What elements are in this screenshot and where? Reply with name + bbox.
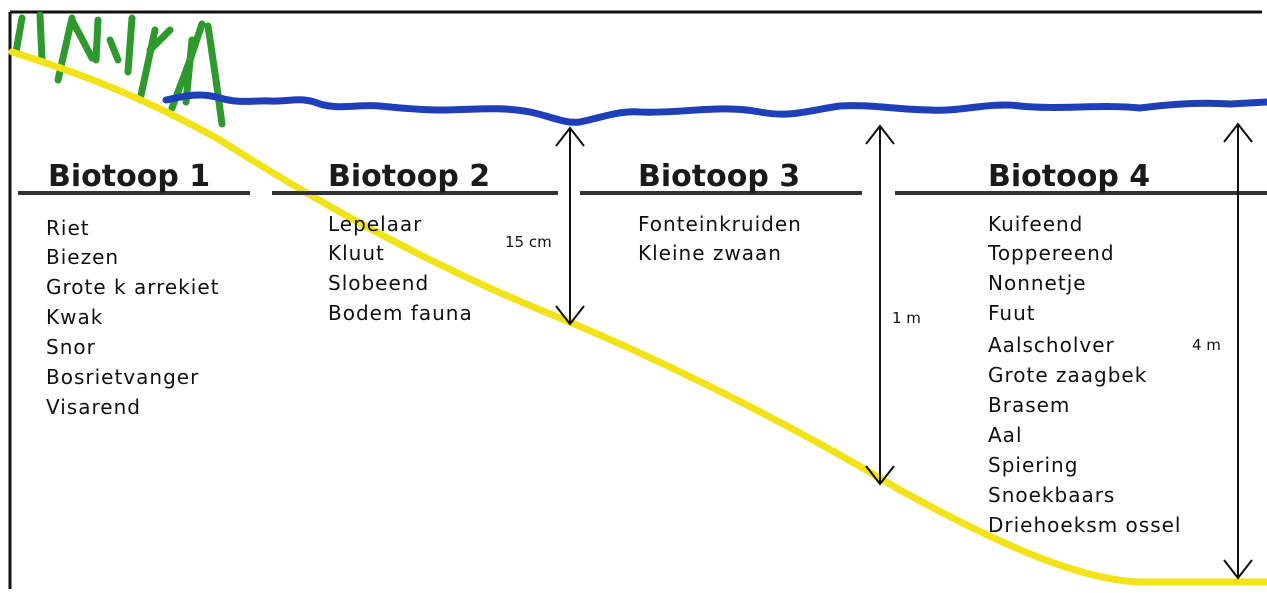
biotoop-2-species-list: Lepelaar Kluut Slobeend Bodem fauna: [328, 212, 473, 325]
lake-bottom-slope: [8, 48, 1267, 586]
water-surface: [162, 91, 1267, 126]
species-item: Fonteinkruiden: [638, 212, 802, 236]
reed-stem: [36, 11, 46, 64]
species-item: Bodem fauna: [328, 301, 473, 325]
species-item: Kuifeend: [988, 212, 1083, 236]
species-item: Visarend: [46, 395, 141, 419]
species-item: Snor: [46, 335, 96, 359]
reed-stem: [204, 22, 226, 128]
reed-stem: [92, 16, 102, 64]
biotoop-2-title: Biotoop 2: [328, 159, 490, 194]
species-item: Kwak: [46, 305, 103, 329]
depth-arrow-4m: [1223, 122, 1253, 580]
depth-arrow-1m: [865, 124, 895, 486]
depth-label-15cm: 15 cm: [505, 233, 552, 251]
biotoop-1-species-list: Riet Biezen Grote k arrekiet Kwak Snor B…: [46, 216, 219, 419]
species-item: Aalscholver: [988, 333, 1115, 357]
species-item: Lepelaar: [328, 212, 422, 236]
biotoop-3-species-list: Fonteinkruiden Kleine zwaan: [638, 212, 802, 265]
reed-stem: [68, 16, 96, 62]
species-item: Grote k arrekiet: [46, 275, 219, 299]
species-item: Toppereend: [987, 241, 1115, 265]
species-item: Aal: [988, 423, 1023, 447]
biotoop-3-title: Biotoop 3: [638, 159, 800, 194]
species-item: Bosrietvanger: [46, 365, 199, 389]
reed-stem: [106, 36, 122, 64]
depth-arrow-15cm: [555, 126, 585, 326]
species-item: Driehoeksm ossel: [988, 513, 1181, 537]
species-item: Biezen: [46, 245, 119, 269]
species-item: Fuut: [988, 301, 1036, 325]
reed-plants: [12, 11, 226, 128]
biotoop-1-title: Biotoop 1: [48, 159, 210, 194]
species-item: Kluut: [328, 241, 385, 265]
reed-stem: [12, 14, 26, 56]
species-item: Grote zaagbek: [988, 363, 1147, 387]
depth-label-1m: 1 m: [892, 309, 921, 327]
depth-label-4m: 4 m: [1192, 336, 1221, 354]
reed-stem: [136, 26, 159, 104]
species-item: Nonnetje: [988, 271, 1087, 295]
reed-stem: [124, 14, 136, 76]
species-item: Kleine zwaan: [638, 241, 782, 265]
species-item: Spiering: [988, 453, 1078, 477]
biotoop-4-species-list: Kuifeend Toppereend Nonnetje Fuut Aalsch…: [987, 212, 1181, 537]
species-item: Riet: [46, 216, 90, 240]
species-item: Brasem: [988, 393, 1070, 417]
species-item: Slobeend: [328, 271, 429, 295]
reed-stem: [146, 26, 174, 54]
reed-stem: [182, 36, 196, 106]
species-item: Snoekbaars: [988, 483, 1115, 507]
biotoop-4-title: Biotoop 4: [988, 159, 1150, 194]
